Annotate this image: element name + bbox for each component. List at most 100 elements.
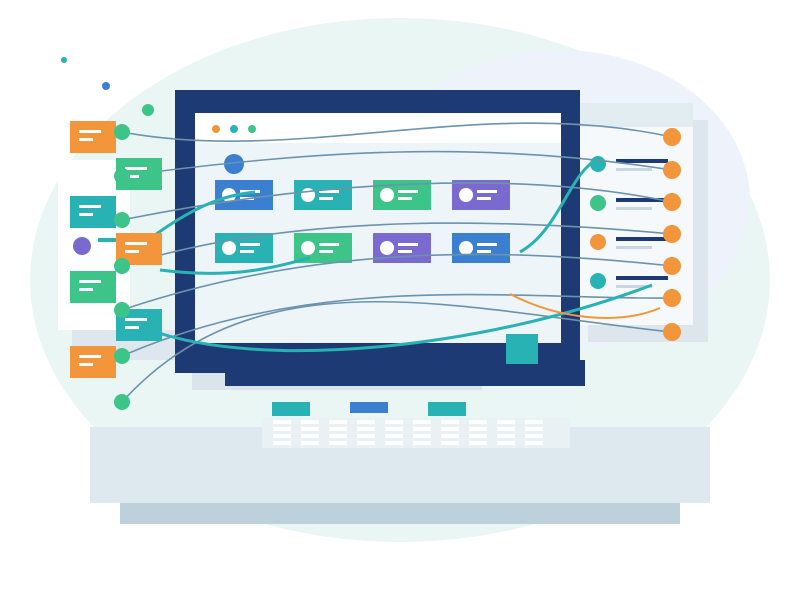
screen-card-line [319, 197, 333, 200]
connector-line [121, 293, 673, 357]
window-dot-icon [230, 125, 238, 133]
keyboard-base [90, 402, 710, 524]
screen-card [452, 233, 510, 263]
profile-avatar-icon [73, 237, 91, 255]
browser-toolbar [195, 113, 561, 143]
keyboard-key [469, 420, 487, 424]
keyboard-key [385, 427, 403, 431]
keyboard-key [273, 427, 291, 431]
keyboard-key [525, 427, 543, 431]
keyboard-key [385, 441, 403, 445]
data-tag-line [125, 175, 139, 178]
keyboard-key [525, 434, 543, 438]
data-tag-line [125, 242, 147, 245]
data-tag-line [79, 280, 101, 283]
row-line-light [616, 285, 652, 288]
connector-line [121, 253, 673, 311]
screen-card-line [477, 197, 491, 200]
data-tag [70, 271, 116, 303]
keyboard-key [441, 420, 459, 424]
keyboard-key [469, 434, 487, 438]
right-panel-row [590, 273, 668, 289]
keyboard-key [301, 420, 319, 424]
connector-line-accent [159, 256, 311, 275]
data-tag-line [79, 363, 93, 366]
data-tag [70, 346, 116, 378]
connector-endpoint [663, 289, 681, 307]
keyboard-key [329, 434, 347, 438]
keyboard-key [441, 434, 459, 438]
keyboard-key [357, 420, 375, 424]
connector-line-accent [139, 190, 256, 248]
right-panel [575, 103, 708, 342]
connector-endpoint [663, 323, 681, 341]
data-tag-bg [70, 196, 116, 228]
row-line-light [616, 246, 652, 249]
connector-endpoint [114, 394, 130, 410]
connector-endpoint [114, 212, 130, 228]
data-tag-line [125, 326, 139, 329]
keyboard-key [357, 427, 375, 431]
connector-endpoint [114, 348, 130, 364]
user-card-icon [301, 188, 315, 202]
connector-endpoint [663, 225, 681, 243]
data-tag-line [125, 318, 147, 321]
connector-line-accent [519, 156, 601, 254]
keyboard-key [525, 420, 543, 424]
keyboard-keys [273, 420, 543, 445]
data-tag-line [79, 288, 93, 291]
screen-card-line [240, 243, 260, 246]
keyboard-key [413, 441, 431, 445]
user-card-icon [380, 241, 394, 255]
decor-dot [142, 104, 154, 116]
decor-dot [102, 82, 110, 90]
connector-endpoint [663, 257, 681, 275]
data-tag [70, 196, 116, 228]
screen-card-line [398, 250, 412, 253]
base-tab [428, 402, 466, 416]
connector-line [121, 222, 673, 267]
screen-avatar-icon [224, 154, 244, 174]
keyboard-key [469, 427, 487, 431]
base-tab [350, 402, 388, 413]
screen-card-line [319, 190, 339, 193]
keyboard-key [273, 420, 291, 424]
data-tag-line [79, 213, 93, 216]
screen-card [452, 180, 510, 210]
row-line [616, 198, 668, 202]
connector-endpoint [114, 168, 130, 184]
keyboard-key [497, 427, 515, 431]
row-line [616, 276, 668, 280]
row-line-light [616, 207, 652, 210]
connector-line-orange [509, 293, 661, 319]
decor-dot [61, 57, 67, 63]
user-card-icon [301, 241, 315, 255]
user-card-icon [459, 188, 473, 202]
right-panel-header [575, 103, 693, 127]
connector-line [121, 300, 673, 403]
data-tag-bg [70, 271, 116, 303]
keyboard-key [273, 434, 291, 438]
window-dot-icon [248, 125, 256, 133]
screen-card [215, 180, 273, 210]
data-tag-line [79, 138, 93, 141]
screen-card-line [319, 250, 333, 253]
profile-line [98, 238, 116, 242]
connector-endpoint [114, 124, 130, 140]
right-panel-row [590, 234, 668, 250]
connector-endpoint [663, 193, 681, 211]
row-status-icon [590, 234, 606, 250]
keyboard-key [441, 441, 459, 445]
keyboard-key [497, 441, 515, 445]
screen-card-line [240, 250, 254, 253]
right-panel-row [590, 195, 668, 211]
data-tag-bg [70, 121, 116, 153]
connector-endpoint [663, 161, 681, 179]
user-card-icon [380, 188, 394, 202]
screen-card-line [398, 190, 418, 193]
row-line [616, 159, 668, 163]
keyboard-key [413, 434, 431, 438]
screen-card-line [319, 243, 339, 246]
